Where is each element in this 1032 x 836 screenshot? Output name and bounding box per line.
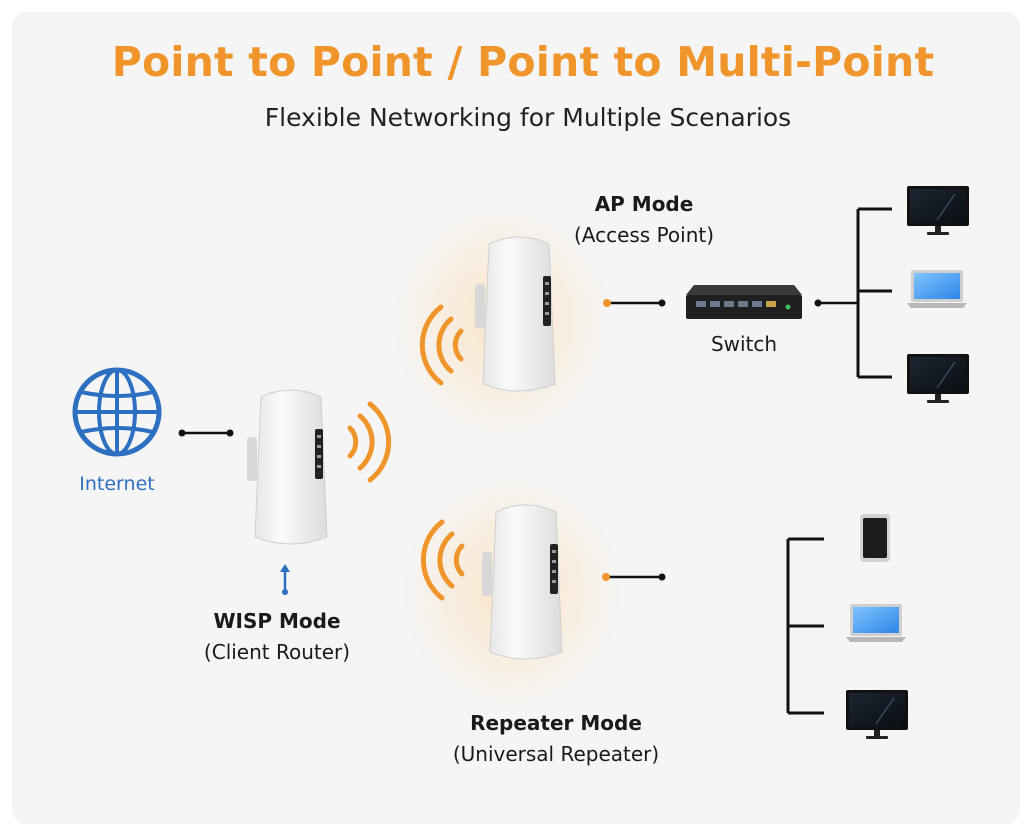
monitor-icon [906,353,970,404]
ap-client-tree [856,207,892,379]
ap-mode-subtitle: (Access Point) [573,223,715,247]
switch-label: Switch [710,332,778,356]
page-subtitle: Flexible Networking for Multiple Scenari… [264,103,792,132]
diagram-canvas: Point to Point / Point to Multi-Point Fl… [12,12,1020,824]
repeater-mode-subtitle: (Universal Repeater) [452,742,660,766]
page-title: Point to Point / Point to Multi-Point [111,38,935,86]
wisp-mode-title: WISP Mode [213,609,341,633]
switch-tree-link [814,299,858,307]
wisp-signal-icon [350,404,389,480]
repeater-client-tree [786,537,824,715]
laptop-icon [846,604,906,642]
monitor-icon [906,185,970,236]
switch-device [686,285,802,319]
monitor-icon [845,689,909,740]
globe-icon [72,367,162,457]
wisp-mode-subtitle: (Client Router) [203,640,351,664]
wisp-arrow-icon [280,564,290,595]
internet-link [178,429,234,437]
repeater-mode-title: Repeater Mode [470,711,642,735]
ap-switch-link [603,299,666,307]
wisp-cpe-device [246,389,328,545]
laptop-icon [907,270,967,308]
internet-label: Internet [79,473,155,495]
ap-mode-title: AP Mode [594,192,694,216]
repeater-link [602,573,666,581]
tablet-icon [860,514,890,562]
